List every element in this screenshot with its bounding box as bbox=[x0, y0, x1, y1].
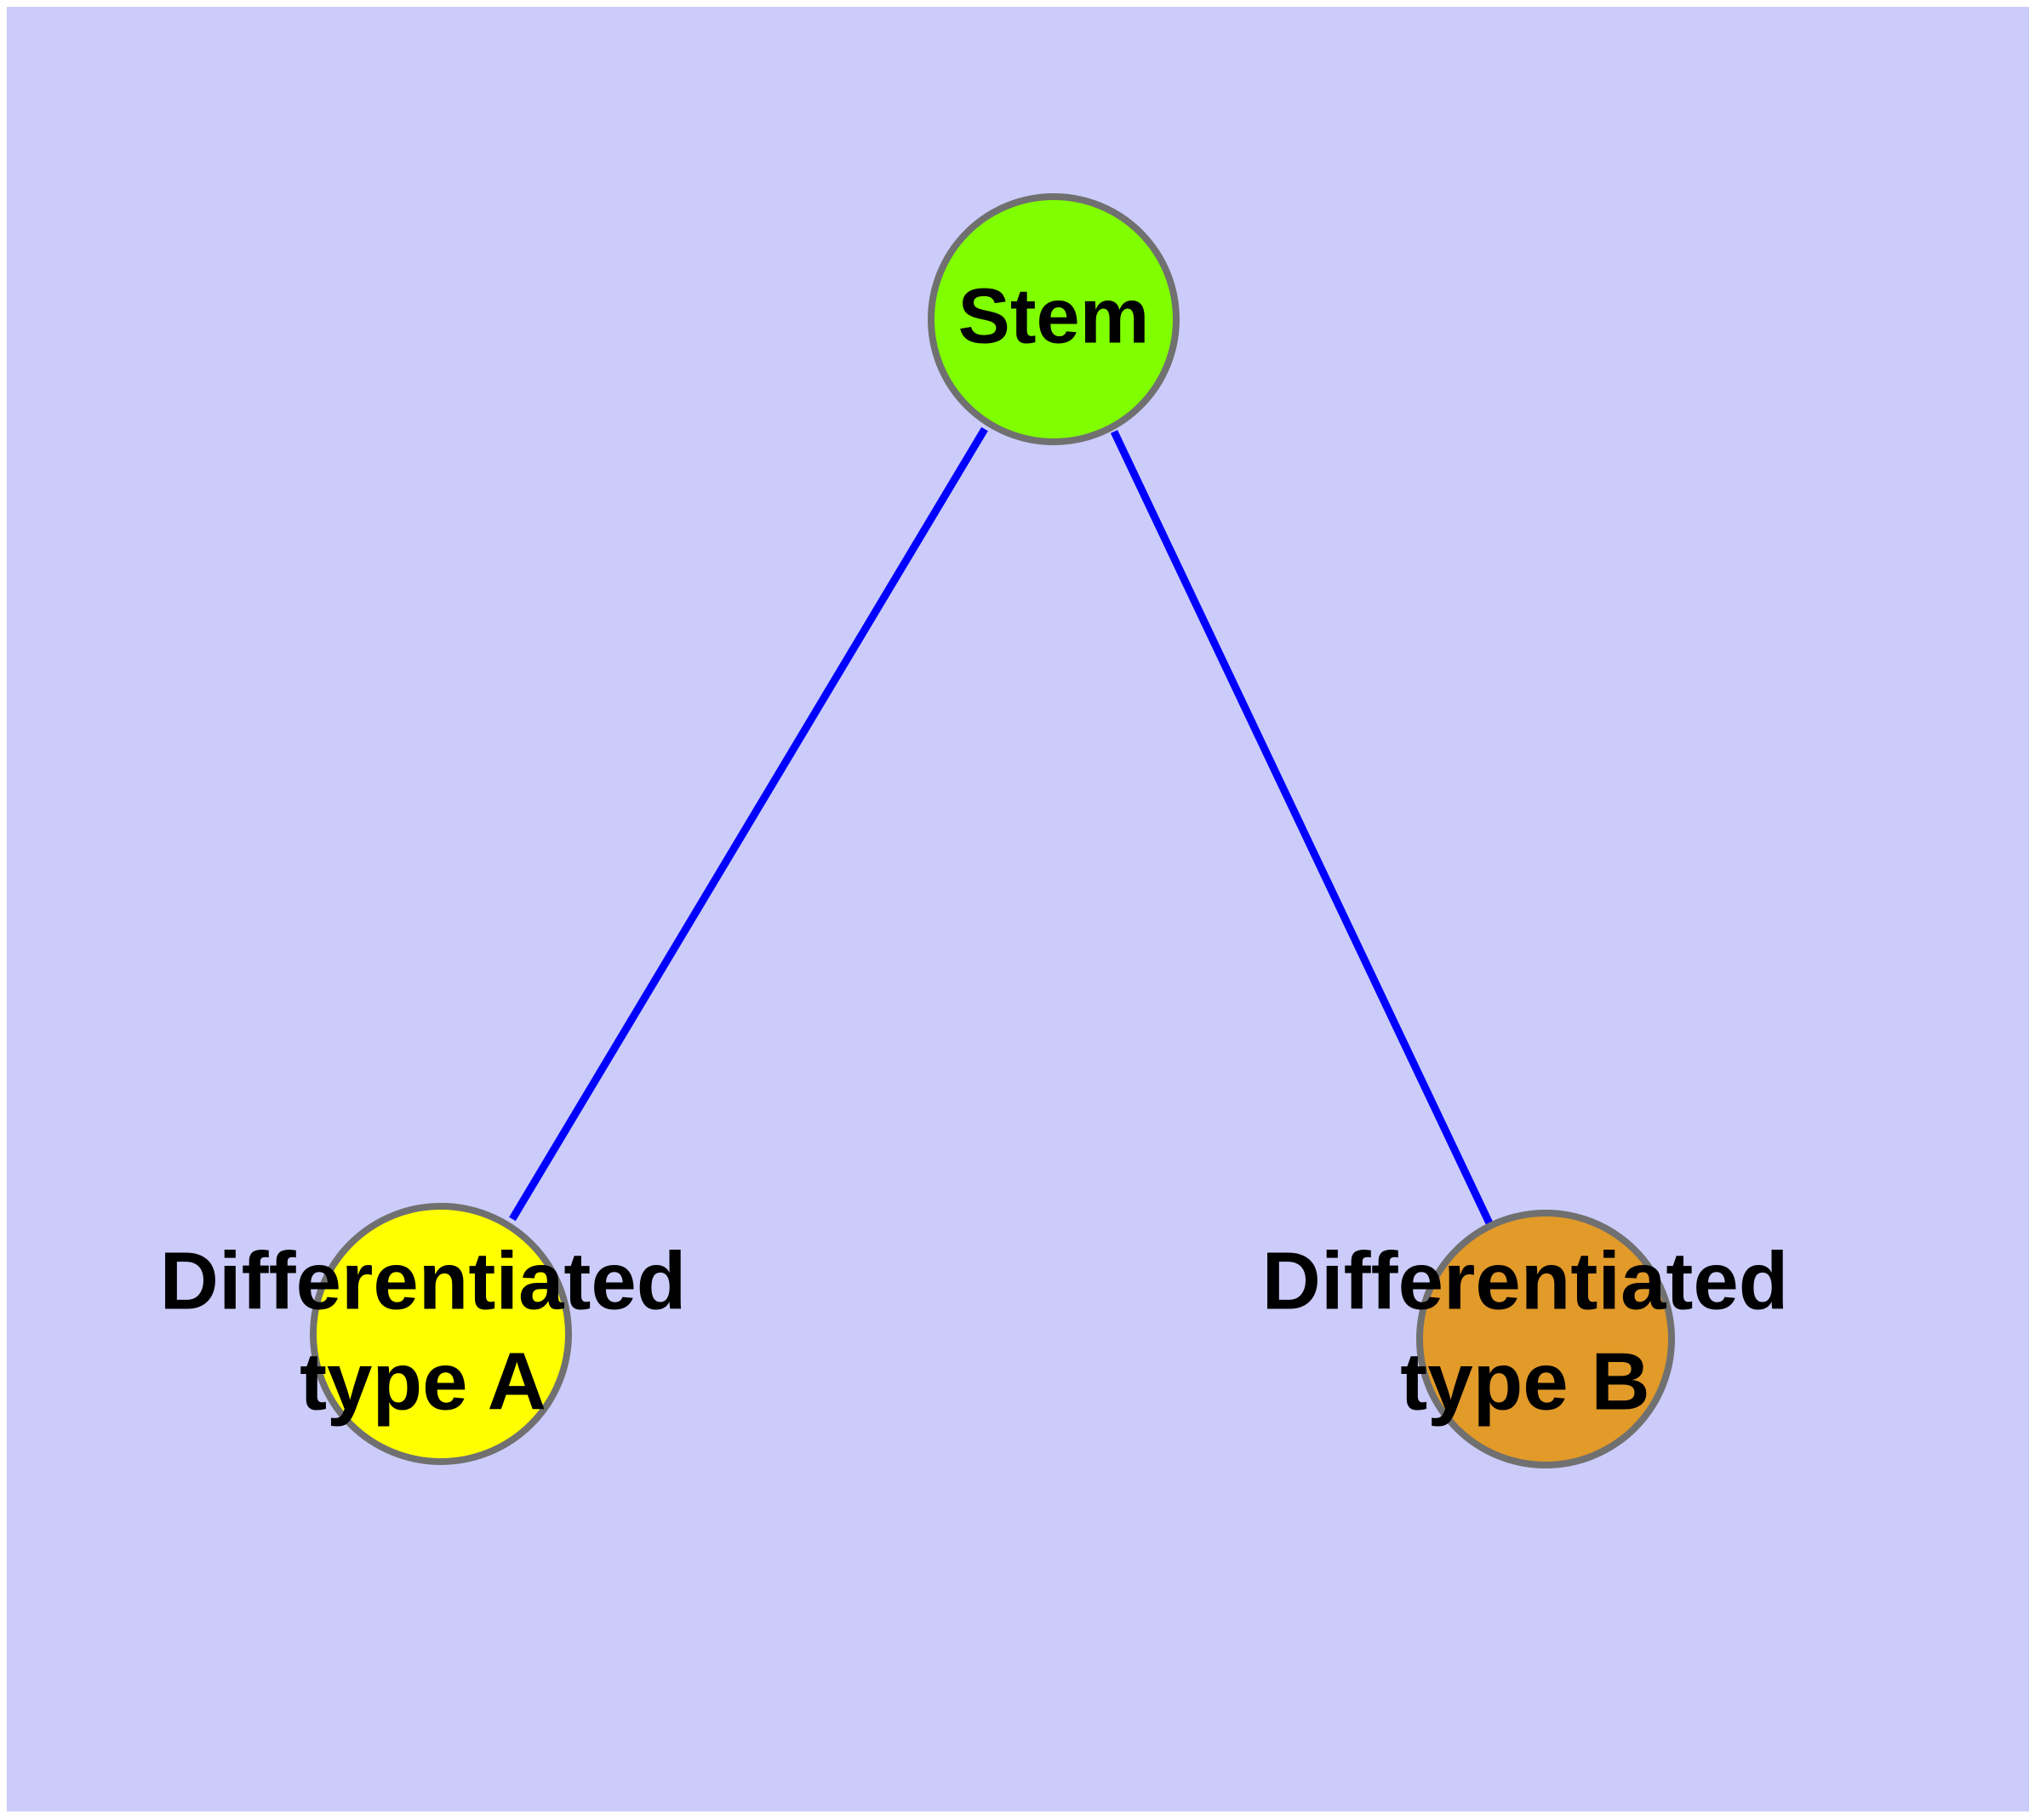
node-label-differentiated-type-b-line1: Differentiated bbox=[1262, 1235, 1789, 1326]
label-layer: Differentiated type A Differentiated typ… bbox=[160, 1235, 1789, 1427]
edge-layer bbox=[509, 426, 1494, 1225]
node-differentiated-type-b[interactable] bbox=[1416, 1210, 1675, 1468]
node-circle-differentiated-type-b[interactable] bbox=[1416, 1210, 1675, 1468]
edge-stem-to-differentiated-type-b[interactable] bbox=[1110, 430, 1494, 1225]
node-label-differentiated-type-b-line2: type B bbox=[1400, 1336, 1649, 1427]
node-circle-stem[interactable] bbox=[928, 193, 1180, 445]
node-label-differentiated-type-a-line2: type A bbox=[300, 1336, 546, 1427]
node-label-stem: Stem bbox=[958, 272, 1150, 359]
node-label-differentiated-type-a-line1: Differentiated bbox=[160, 1235, 687, 1326]
node-differentiated-type-a[interactable] bbox=[310, 1203, 572, 1465]
edge-stem-to-differentiated-type-a[interactable] bbox=[509, 426, 988, 1222]
node-circle-differentiated-type-a[interactable] bbox=[310, 1203, 572, 1465]
node-stem[interactable]: Stem bbox=[928, 193, 1180, 445]
